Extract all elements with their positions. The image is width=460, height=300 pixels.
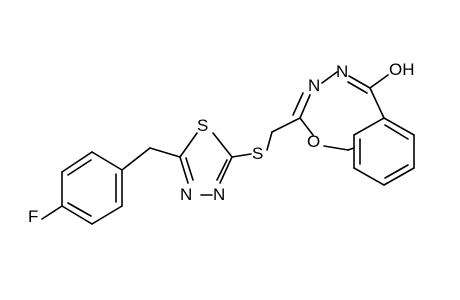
sulfur-bridge-label: S [252, 144, 263, 163]
bond-c-oh [369, 74, 389, 89]
double-bond-inner [185, 157, 194, 181]
bond [383, 117, 415, 136]
fluorine-label: F [28, 207, 38, 226]
double-bond-inner [67, 159, 92, 176]
bond [61, 151, 93, 173]
double-bond-inner [384, 124, 409, 140]
oxygen-ring-label: O [307, 132, 320, 151]
bond [91, 151, 123, 171]
bond [348, 75, 371, 89]
bond-o-benzo [347, 147, 355, 151]
nitrogen-azepine-label-b: N [336, 62, 348, 81]
bond [353, 167, 385, 186]
bond-n-n [321, 71, 338, 84]
nitrogen-ring-label-a: N [180, 185, 192, 204]
bond-ch2 [149, 147, 181, 158]
double-bond-inner [384, 164, 409, 179]
hydroxyl-label: OH [389, 60, 415, 79]
bond-s-ch2 [266, 131, 273, 151]
double-bond-inner [292, 92, 304, 116]
bond [299, 117, 314, 136]
bond [323, 145, 349, 151]
bond [369, 87, 385, 119]
double-bond-inner [67, 202, 92, 217]
double-bond-inner [347, 81, 368, 94]
bond-c-f [41, 205, 63, 220]
benzo-ring [353, 117, 415, 186]
bond [179, 132, 198, 158]
bond [61, 205, 93, 225]
thiadiazole-ring [179, 132, 233, 196]
bond [212, 132, 233, 158]
sulfur-ring-label: S [197, 116, 208, 135]
bond-ch2-c [271, 117, 301, 133]
oxadiazepine-ring [292, 71, 385, 151]
double-bond-inner [216, 159, 228, 181]
bond-ch2 [121, 147, 151, 171]
nitrogen-ring-label-b: N [213, 185, 225, 204]
bond [299, 94, 311, 119]
bond [91, 205, 123, 225]
bond [383, 167, 415, 186]
bond [219, 156, 233, 184]
bond [179, 156, 189, 184]
nitrogen-azepine-label-a: N [308, 76, 320, 95]
fluorophenyl-ring [61, 151, 123, 225]
bond-c-s [231, 153, 252, 158]
bond [353, 117, 385, 136]
